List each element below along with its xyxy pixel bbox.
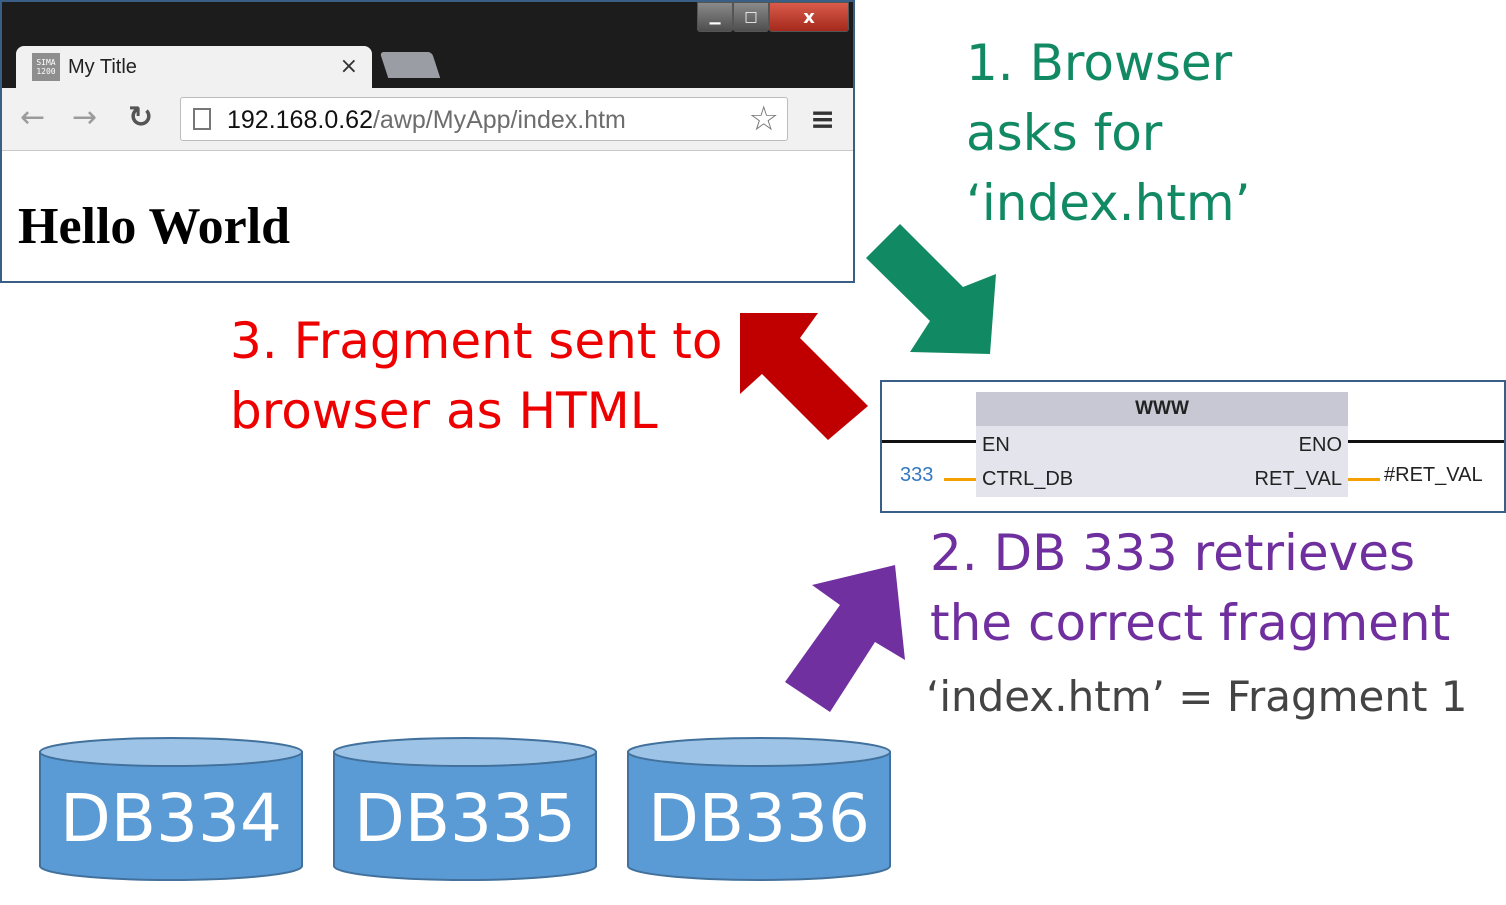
step1-line1: 1. Browser: [966, 34, 1233, 92]
browser-toolbar: ← → ↻ 192.168.0.62/awp/MyApp/index.htm ☆…: [2, 88, 853, 151]
forward-arrow-icon[interactable]: →: [72, 100, 98, 135]
purple-arrow-icon: [785, 565, 905, 712]
database-db334: DB334: [38, 736, 304, 884]
step1-line2: asks for: [966, 104, 1163, 162]
step3-line2: browser as HTML: [230, 382, 658, 440]
step2-text: 2. DB 333 retrieves the correct fragment: [930, 518, 1450, 658]
page-icon: [193, 108, 211, 130]
pin-en: EN: [982, 434, 1010, 456]
database-label: DB334: [59, 780, 283, 857]
maximize-button[interactable]: □: [733, 2, 769, 32]
url-text: 192.168.0.62/awp/MyApp/index.htm: [227, 106, 626, 135]
pin-ctrl-db: CTRL_DB: [982, 468, 1074, 490]
favicon-icon: SIMA 1200: [32, 53, 60, 81]
browser-tab[interactable]: SIMA 1200 My Title ×: [16, 46, 372, 88]
page-heading: Hello World: [18, 198, 291, 255]
green-arrow-icon: [866, 224, 996, 354]
step2-line2: the correct fragment: [930, 594, 1451, 652]
function-block: WWW EN ENO CTRL_DB RET_VAL: [976, 392, 1348, 497]
step1-line3: ‘index.htm’: [966, 174, 1251, 232]
url-host: 192.168.0.62: [227, 106, 373, 134]
plc-block-panel: WWW EN ENO CTRL_DB RET_VAL 333 #RET_VAL: [880, 380, 1506, 513]
fragment-mapping-text: ‘index.htm’ = Fragment 1: [926, 672, 1468, 721]
step3-line1: 3. Fragment sent to: [230, 312, 723, 370]
pin-ret-val: RET_VAL: [1254, 468, 1342, 490]
window-controls: ▁ □ x: [697, 2, 849, 36]
minimize-button[interactable]: ▁: [697, 2, 733, 32]
step1-text: 1. Browser asks for ‘index.htm’: [966, 28, 1250, 238]
close-button[interactable]: x: [769, 2, 849, 32]
browser-titlebar: ▁ □ x SIMA 1200 My Title ×: [2, 2, 853, 88]
reload-icon[interactable]: ↻: [128, 100, 154, 135]
cylinder-icon: [39, 737, 303, 881]
database-db336: DB336: [626, 736, 892, 884]
ctrl-db-value: 333: [900, 464, 934, 486]
database-label: DB336: [647, 780, 871, 857]
database-label: DB335: [353, 780, 577, 857]
step3-text: 3. Fragment sent to browser as HTML: [230, 306, 723, 446]
output-wire: [1348, 478, 1380, 481]
menu-icon[interactable]: ≡: [810, 102, 836, 137]
tab-close-icon[interactable]: ×: [339, 54, 358, 79]
url-path: /awp/MyApp/index.htm: [372, 106, 626, 134]
ret-val-output: #RET_VAL: [1384, 464, 1483, 486]
step2-line1: 2. DB 333 retrieves: [930, 524, 1416, 582]
database-db335: DB335: [332, 736, 598, 884]
pin-eno: ENO: [1298, 434, 1342, 456]
function-block-title: WWW: [976, 392, 1348, 426]
back-arrow-icon[interactable]: ←: [20, 100, 46, 135]
input-wire: [944, 478, 976, 481]
address-bar[interactable]: 192.168.0.62/awp/MyApp/index.htm ☆: [180, 97, 788, 141]
browser-window: ▁ □ x SIMA 1200 My Title × ← → ↻ 192.168…: [0, 0, 855, 283]
tab-title: My Title: [68, 55, 137, 78]
red-arrow-icon: [740, 313, 868, 440]
bookmark-star-icon[interactable]: ☆: [748, 99, 779, 139]
cylinder-icon: [627, 737, 891, 881]
cylinder-icon: [333, 737, 597, 881]
